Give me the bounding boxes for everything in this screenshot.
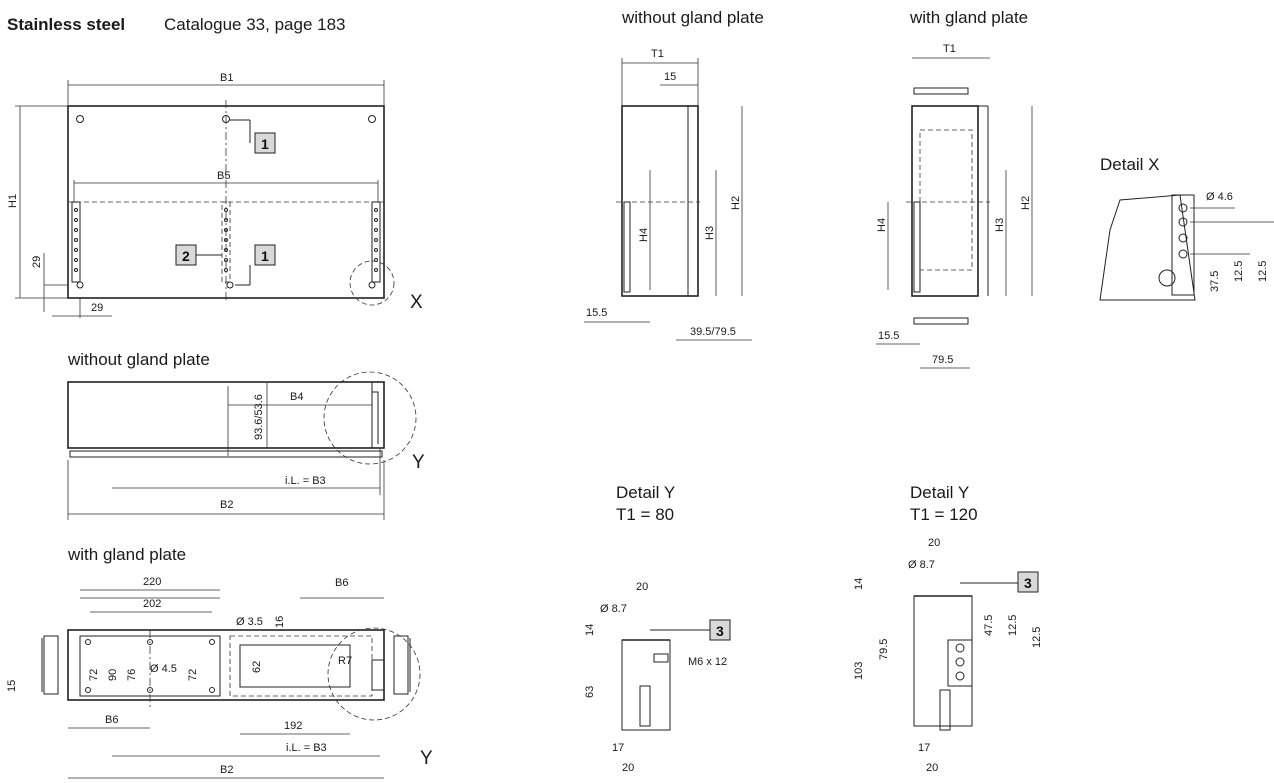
dim-47-5: 47.5 xyxy=(983,615,995,636)
dim-b6-left: B6 xyxy=(105,714,118,726)
dim-il-b3-bottom: i.L. = B3 xyxy=(286,742,327,754)
dim-b2-top: B2 xyxy=(220,499,233,511)
title-detail-y-120: Detail Y xyxy=(910,483,969,502)
marker-y-bottom: Y xyxy=(420,748,433,769)
dim-103: 103 xyxy=(853,662,865,680)
screw-icon xyxy=(76,115,84,123)
dim-r7: R7 xyxy=(338,655,352,667)
title-t1-120: T1 = 120 xyxy=(910,505,978,524)
dim-h2-without: H2 xyxy=(730,196,742,210)
dim-dia-4-5: Ø 4.5 xyxy=(150,663,177,675)
badge-1-bottom-label: 1 xyxy=(261,248,269,264)
dim-202: 202 xyxy=(143,598,161,610)
title-t1-80: T1 = 80 xyxy=(616,505,674,524)
dim-dia-4-6: Ø 4.6 xyxy=(1206,191,1233,203)
dim-dia-8-7-y120: Ø 8.7 xyxy=(908,559,935,571)
badge-3-y120 xyxy=(1017,571,1039,593)
dim-37-5-x: 37.5 xyxy=(1209,271,1221,292)
dim-15-5-without: 15.5 xyxy=(586,307,607,319)
dim-16: 16 xyxy=(274,616,286,628)
dim-62: 62 xyxy=(251,661,263,673)
detail-y-120: 20 Ø 8.7 14 103 79.5 47.5 12.5 12.5 17 2… xyxy=(853,537,1043,774)
badge-1-top xyxy=(254,132,276,154)
side-view-with-gland: T1 H4 H3 H2 15.5 79.5 xyxy=(876,43,1033,369)
top-view-with-gland: 220 202 72 90 76 72 Ø 4.5 Ø 3.5 16 62 R7… xyxy=(6,576,433,779)
dim-h2-with: H2 xyxy=(1020,196,1032,210)
dim-220: 220 xyxy=(143,576,161,588)
dim-192: 192 xyxy=(284,720,302,732)
badge-1-bottom xyxy=(254,244,276,266)
catalogue-reference: Catalogue 33, page 183 xyxy=(164,15,346,34)
dim-b4: B4 xyxy=(290,391,303,403)
dim-h4-without: H4 xyxy=(638,228,650,242)
dim-39-79: 39.5/79.5 xyxy=(690,326,736,338)
dim-79-5-with: 79.5 xyxy=(932,354,953,366)
dim-20-y120-bottom: 20 xyxy=(926,762,938,774)
dim-20-y120-top: 20 xyxy=(928,537,940,549)
badge-3-y120-label: 3 xyxy=(1024,575,1032,591)
dim-72-left: 72 xyxy=(88,669,100,681)
dim-20-y80-bottom: 20 xyxy=(622,762,634,774)
detail-y-80: 20 Ø 8.7 14 63 M6 x 12 17 20 3 xyxy=(584,581,731,774)
title-detail-x: Detail X xyxy=(1100,155,1160,174)
front-view: B1 H1 B5 xyxy=(7,72,423,318)
dim-15-gland: 15 xyxy=(6,680,18,692)
dim-63: 63 xyxy=(584,686,596,698)
title-side-with-gland-plate: with gland plate xyxy=(909,8,1028,27)
dim-b5: B5 xyxy=(217,170,230,182)
dim-17-y80: 17 xyxy=(612,742,624,754)
dim-il-b3-top: i.L. = B3 xyxy=(285,475,326,487)
dim-h3-without: H3 xyxy=(704,226,716,240)
title-detail-y-80: Detail Y xyxy=(616,483,675,502)
dim-79-5-y120: 79.5 xyxy=(878,639,890,660)
dim-m6: M6 x 12 xyxy=(688,656,727,668)
title-top-with-gland-plate: with gland plate xyxy=(67,545,186,564)
dim-12-5-y-b: 12.5 xyxy=(1031,627,1043,648)
screw-icon xyxy=(368,115,376,123)
dim-29-horizontal: 29 xyxy=(91,302,103,314)
dim-b1: B1 xyxy=(220,72,233,84)
dim-17-y120: 17 xyxy=(918,742,930,754)
dim-12-5-x-a: 12.5 xyxy=(1233,261,1245,282)
marker-y-top: Y xyxy=(412,452,425,473)
dim-76: 76 xyxy=(126,669,138,681)
dim-12-5-x-b: 12.5 xyxy=(1257,261,1269,282)
detail-x: Ø 4.6 37.5 12.5 12.5 xyxy=(1099,191,1274,301)
title-side-without-gland-plate: without gland plate xyxy=(621,8,764,27)
dim-h1: H1 xyxy=(7,194,19,208)
dim-dia-8-7-y80: Ø 8.7 xyxy=(600,603,627,615)
dim-15-5-with: 15.5 xyxy=(878,330,899,342)
dim-93-53: 93.6/53.6 xyxy=(253,394,265,440)
top-view-without-gland: B4 93.6/53.6 Y i.L. = B3 B2 xyxy=(67,371,425,520)
dim-20-y80-top: 20 xyxy=(636,581,648,593)
dim-t1-without: T1 xyxy=(651,48,664,60)
side-view-without-gland: T1 15 H4 H3 H2 15.5 39.5/79.5 xyxy=(584,48,752,341)
dim-15-side: 15 xyxy=(664,71,676,83)
dim-t1-with: T1 xyxy=(943,43,956,55)
badge-3-y80-label: 3 xyxy=(716,623,724,639)
dim-29-vertical: 29 xyxy=(31,256,43,268)
marker-x: X xyxy=(410,292,423,313)
dim-12-5-y-a: 12.5 xyxy=(1007,615,1019,636)
dim-h4-with: H4 xyxy=(876,218,888,232)
badge-2-label: 2 xyxy=(182,248,190,264)
dim-72-right: 72 xyxy=(187,669,199,681)
material-title: Stainless steel xyxy=(7,15,125,34)
dim-14-y120: 14 xyxy=(853,578,865,590)
title-top-without-gland-plate: without gland plate xyxy=(67,350,210,369)
dim-dia-3-5: Ø 3.5 xyxy=(236,616,263,628)
dim-h3-with: H3 xyxy=(994,218,1006,232)
dim-90: 90 xyxy=(107,669,119,681)
dim-b6-right: B6 xyxy=(335,577,348,589)
dim-b2-bottom: B2 xyxy=(220,764,233,776)
badge-1-top-label: 1 xyxy=(261,136,269,152)
dim-14-y80: 14 xyxy=(584,624,596,636)
